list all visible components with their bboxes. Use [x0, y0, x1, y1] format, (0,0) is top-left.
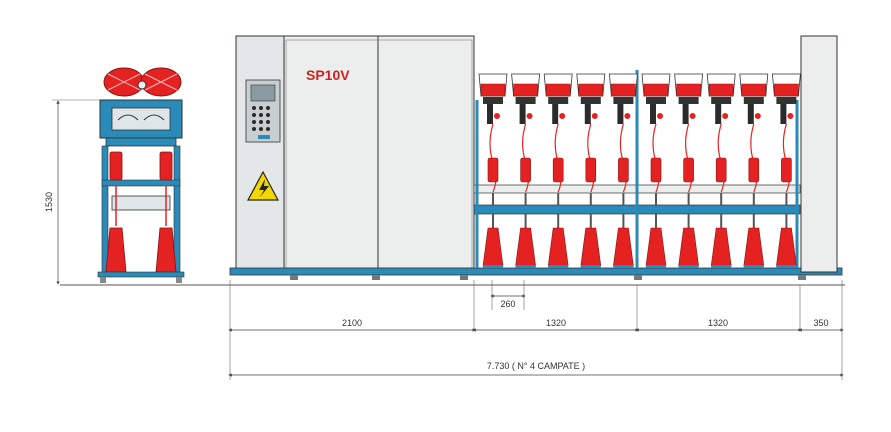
height-dimension: 1530 — [44, 99, 100, 285]
spindle-unit — [771, 73, 801, 268]
height-dimension-label: 1530 — [44, 192, 54, 212]
pitch-dimension-label: 260 — [500, 299, 515, 309]
spindle-unit — [706, 73, 736, 268]
base-rail — [229, 267, 843, 276]
head-cabinet: SP10V — [235, 35, 475, 273]
model-label: SP10V — [306, 67, 350, 83]
control-panel-display — [250, 84, 276, 102]
top-creel-bobbins — [103, 67, 182, 97]
section-2-label: 1320 — [708, 318, 728, 328]
spindle-unit — [608, 73, 638, 268]
spindle-unit — [674, 73, 704, 268]
side-view — [97, 67, 185, 283]
spindle-unit — [543, 73, 573, 268]
end-section-label: 350 — [813, 318, 828, 328]
spindle-unit — [576, 73, 606, 268]
section-dimensions: 2100 1320 1320 350 — [228, 318, 844, 332]
pitch-dimension: 260 — [490, 294, 526, 309]
section-1-label: 1320 — [546, 318, 566, 328]
control-panel — [245, 79, 281, 143]
spindle-unit — [641, 73, 671, 268]
total-length-label: 7.730 ( N° 4 CAMPATE ) — [487, 361, 585, 371]
high-voltage-warning-icon — [246, 170, 280, 201]
spindle-sections — [473, 70, 801, 268]
end-cabinet — [800, 35, 838, 273]
spindle-unit — [511, 73, 541, 268]
spindle-unit — [478, 73, 508, 268]
machine-feet — [290, 275, 806, 280]
head-section-label: 2100 — [342, 318, 362, 328]
total-dimension: 7.730 ( N° 4 CAMPATE ) — [228, 361, 844, 377]
spindle-unit — [739, 73, 769, 268]
